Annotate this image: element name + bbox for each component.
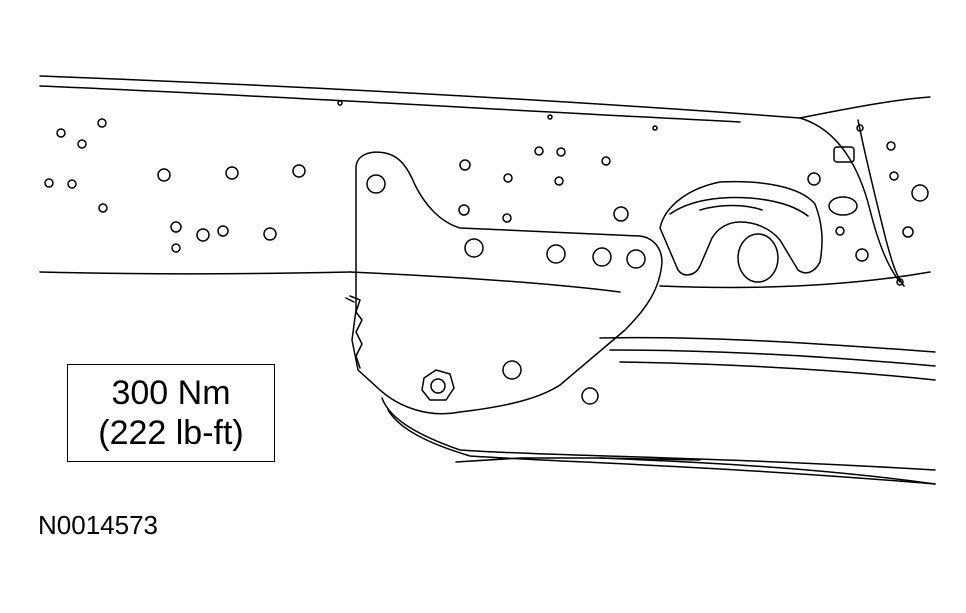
rail-holes	[44, 100, 914, 262]
torque-specification-box: 300 Nm (222 lb-ft)	[67, 364, 275, 462]
torque-metric-value: 300 Nm	[111, 374, 231, 412]
bolt-head	[421, 369, 455, 401]
spring-hanger-bracket	[345, 151, 663, 415]
leaf-spring	[381, 336, 936, 485]
tow-hook	[659, 180, 823, 283]
figure-reference-number: N0014573	[38, 510, 158, 540]
torque-imperial-value: (222 lb-ft)	[98, 414, 244, 452]
frame-rail	[39, 75, 931, 293]
